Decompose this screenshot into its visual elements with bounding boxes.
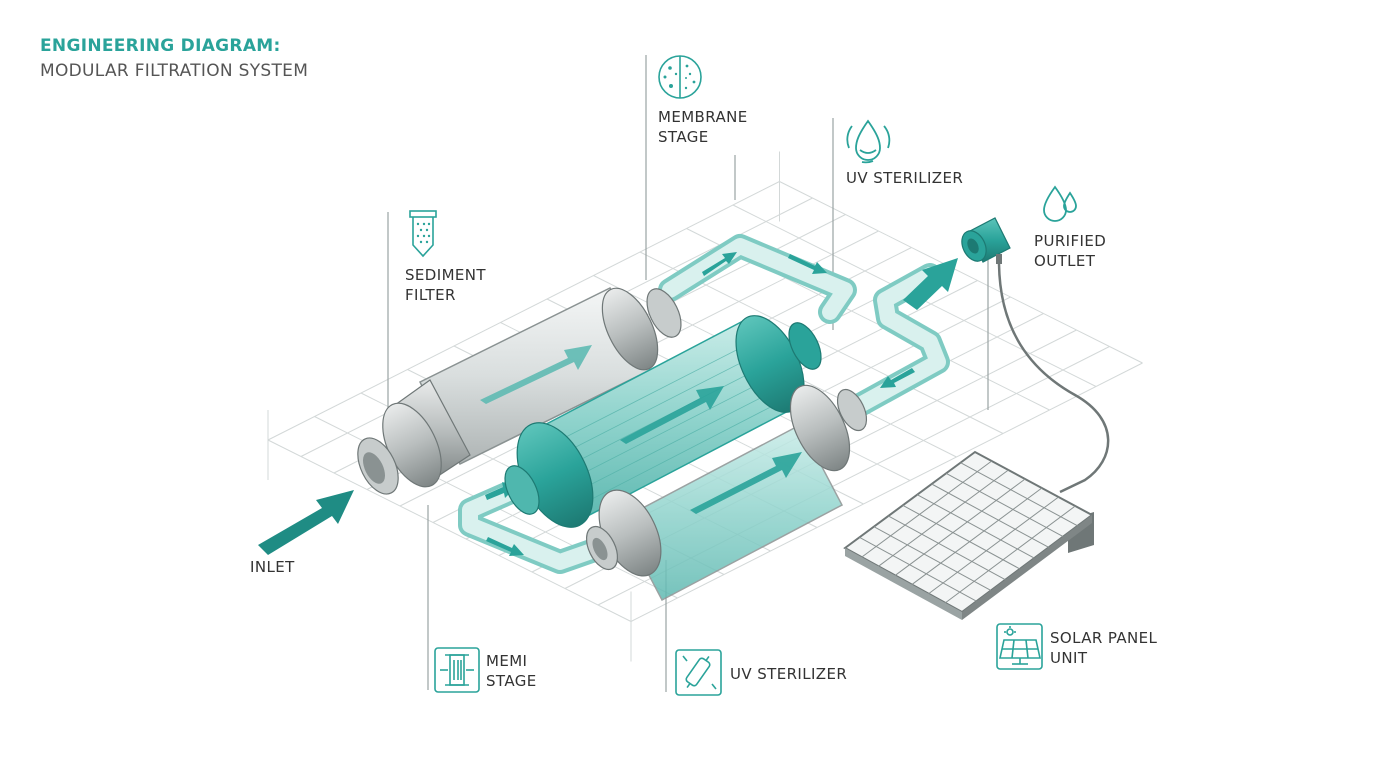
- water-drops-icon: [1043, 185, 1077, 222]
- solar-panel-icon: [996, 623, 1043, 670]
- grid-line: [960, 462, 1078, 527]
- grid-line: [878, 469, 1009, 567]
- grid-line: [931, 483, 1049, 548]
- grid-line: [888, 515, 1006, 581]
- grid-line: [894, 478, 1026, 576]
- label-membrane-stage: MEMBRANE STAGE: [658, 108, 748, 146]
- diagram-title: ENGINEERING DIAGRAM:: [40, 36, 281, 56]
- grid-line: [630, 362, 1143, 622]
- label-purified-outlet: PURIFIED OUTLET: [1034, 232, 1107, 270]
- connecting-pipes: [458, 234, 950, 574]
- solar-cable: [997, 263, 1110, 494]
- label-uv-sterilizer-bottom: UV STERILIZER: [730, 665, 848, 683]
- uv-lamp-icon: [675, 649, 722, 696]
- solar-panel: [843, 450, 1094, 620]
- grid-line: [859, 536, 977, 602]
- inlet-arrow: [258, 490, 354, 555]
- label-memi-stage: MEMI STAGE: [486, 652, 537, 690]
- grid-line: [873, 526, 992, 591]
- grid-line: [916, 494, 1035, 559]
- grid-line: [911, 487, 1043, 585]
- membrane-icon: [658, 55, 702, 99]
- grid-line: [861, 460, 993, 558]
- membrane-cartridge-icon: [434, 647, 480, 693]
- label-inlet: INLET: [250, 558, 295, 576]
- uv-sterilizer-cylinder: [585, 384, 868, 602]
- grid-line: [267, 181, 780, 441]
- grid-line: [779, 181, 1143, 364]
- sediment-filter-cylinder: [357, 286, 682, 495]
- grid-line: [945, 472, 1064, 537]
- diagram-subtitle: MODULAR FILTRATION SYSTEM: [40, 61, 309, 81]
- label-uv-sterilizer-top: UV STERILIZER: [846, 169, 964, 187]
- grid-line: [267, 439, 632, 622]
- uv-drop-icon: [846, 119, 891, 164]
- flow-arrow: [880, 368, 915, 388]
- internal-flow-arrow: [690, 452, 802, 514]
- membrane-stage-cylinder: [504, 315, 822, 528]
- outlet-arrow: [903, 258, 958, 310]
- flow-arrow: [486, 537, 524, 556]
- flow-arrow: [702, 252, 737, 276]
- internal-flow-arrow: [480, 345, 592, 404]
- label-sediment-filter: SEDIMENT FILTER: [405, 266, 486, 304]
- label-solar-panel-unit: SOLAR PANEL UNIT: [1050, 629, 1158, 667]
- flow-arrow: [788, 254, 827, 274]
- outlet-fitting: [961, 217, 1011, 264]
- sediment-filter-icon: [409, 210, 437, 258]
- grid-line: [944, 505, 1076, 604]
- grid-line: [902, 504, 1021, 570]
- internal-flow-arrow: [620, 386, 724, 444]
- grid-line: [928, 496, 1059, 595]
